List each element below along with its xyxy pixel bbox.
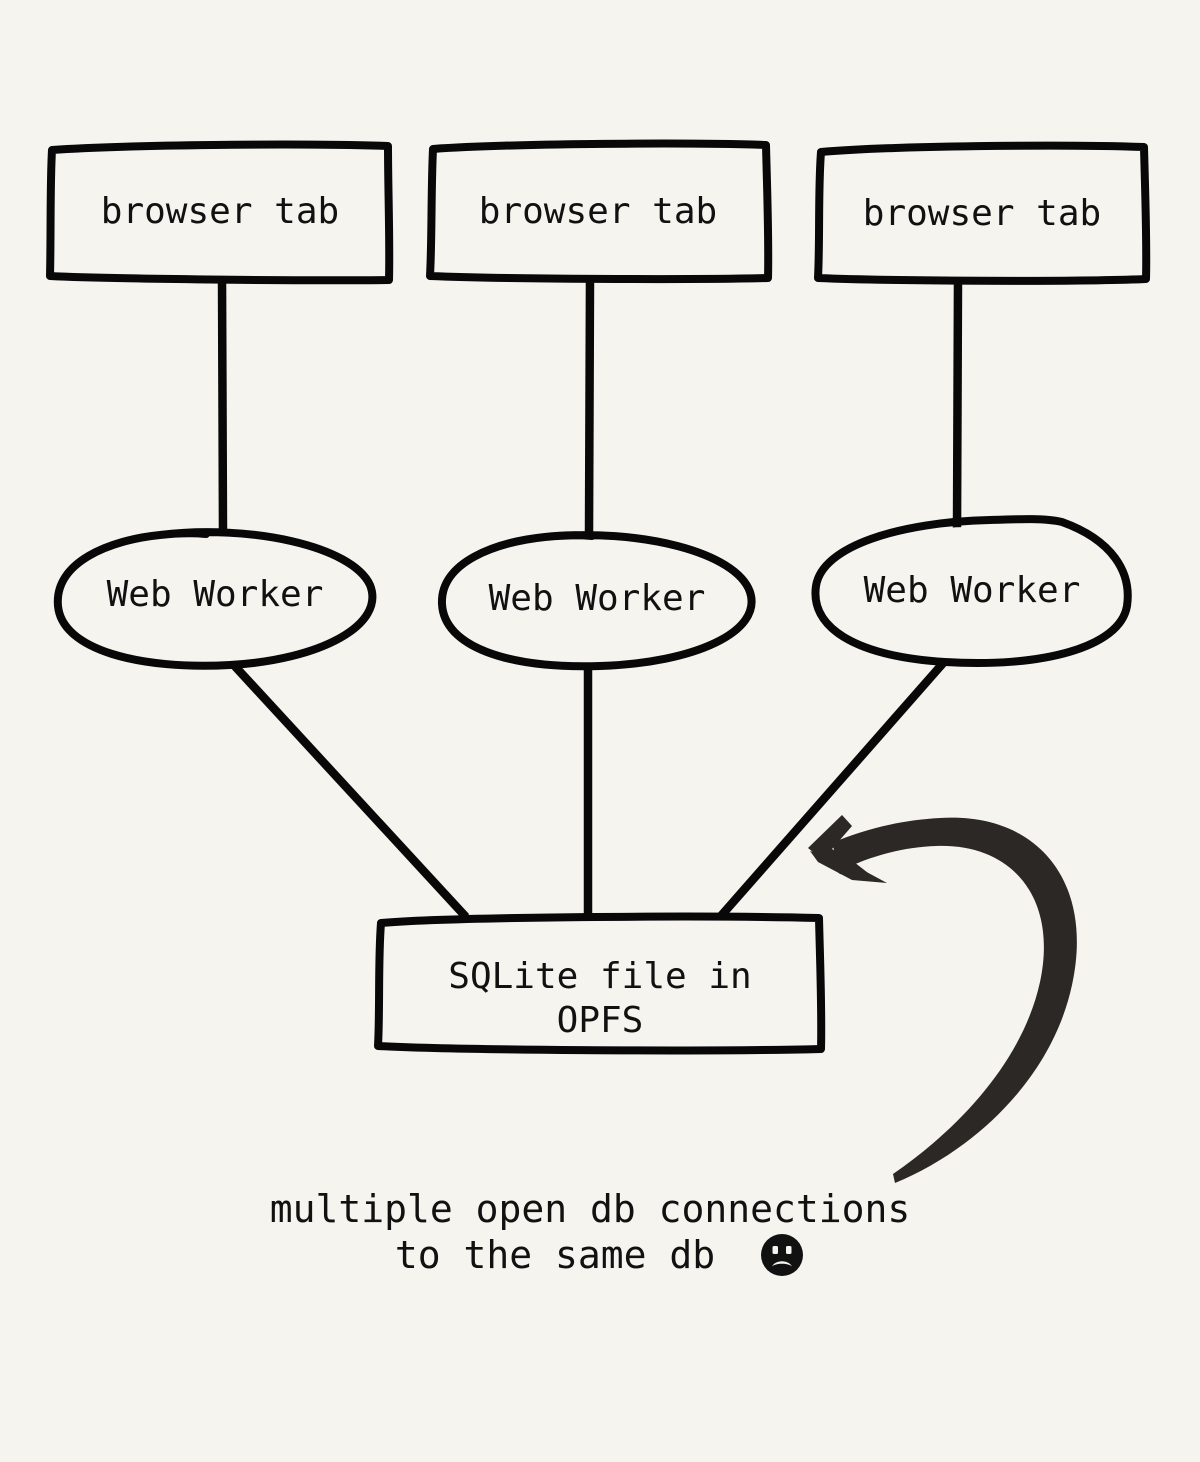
annotation-caption-line2: to the same db (395, 1233, 715, 1277)
browser-tab-1[interactable]: browser tab (46, 140, 394, 285)
annotation-arrow-head-barb (810, 851, 887, 883)
web-worker-1-label: Web Worker (107, 574, 324, 615)
browser-tab-3[interactable]: browser tab (814, 141, 1151, 285)
annotation-caption-line1: multiple open db connections (270, 1187, 911, 1231)
web-worker-2-outline (437, 531, 756, 671)
web-worker-3-label: Web Worker (864, 570, 1081, 611)
connector-tab3-worker3 (952, 279, 963, 529)
browser-tab-3-outline (814, 141, 1151, 285)
connector-group (217, 275, 963, 920)
connector-tab1-worker1 (217, 275, 228, 535)
frowning-face-icon (761, 1234, 803, 1276)
web-worker-1[interactable]: Web Worker (53, 528, 377, 670)
browser-tab-2[interactable]: browser tab (426, 139, 773, 284)
browser-tab-2-outline (426, 139, 773, 284)
browser-tab-1-label: browser tab (101, 191, 339, 232)
web-worker-1-outline (53, 528, 377, 670)
browser-tab-1-outline (46, 140, 394, 285)
sqlite-opfs-store[interactable]: SQLite file in OPFS (374, 912, 826, 1055)
web-worker-2-label: Web Worker (489, 578, 706, 619)
sqlite-opfs-store-outline (374, 912, 826, 1055)
annotation-arrow (808, 815, 1077, 1183)
connector-worker3-store (716, 658, 949, 920)
connector-worker1-store (227, 659, 470, 920)
web-worker-3-outline (811, 515, 1132, 668)
browser-tab-2-label: browser tab (479, 191, 717, 232)
web-worker-3[interactable]: Web Worker (811, 515, 1132, 668)
annotation-caption: multiple open db connections to the same… (270, 1187, 911, 1277)
connector-tab2-worker2 (584, 277, 595, 534)
browser-tab-3-label: browser tab (863, 193, 1101, 234)
web-worker-2[interactable]: Web Worker (437, 531, 756, 671)
annotation-arrow-shaft (832, 817, 1077, 1183)
sqlite-opfs-store-label-line2: OPFS (557, 1000, 644, 1041)
sqlite-opfs-store-label-line1: SQLite file in (448, 956, 751, 997)
